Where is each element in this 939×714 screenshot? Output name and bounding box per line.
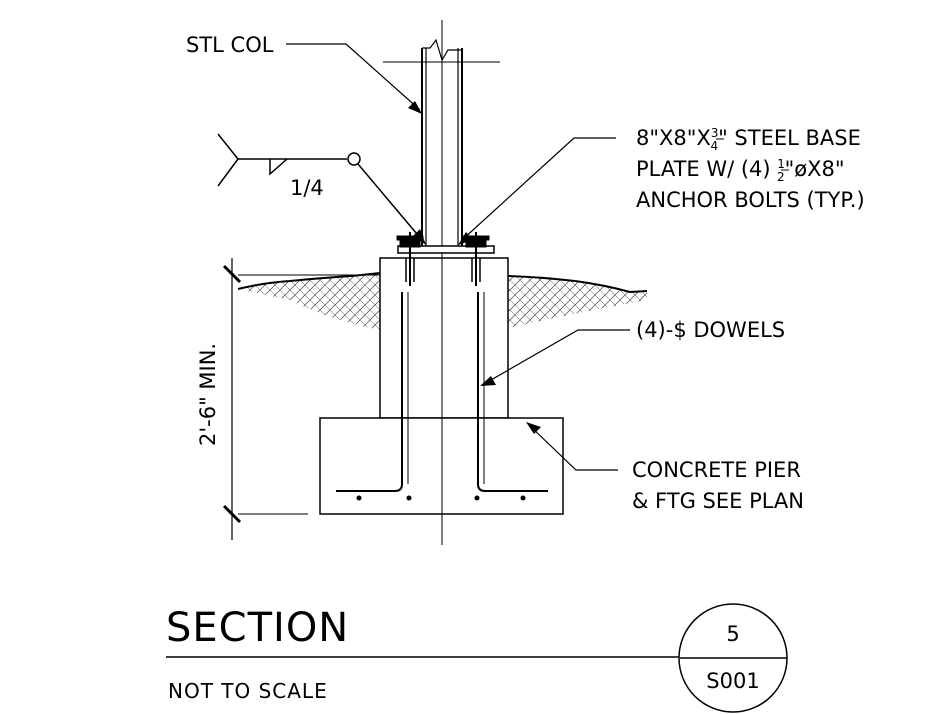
concrete-pier: [379, 257, 509, 419]
dowel-left: [336, 292, 403, 492]
pier-leader: [529, 425, 618, 471]
detail-bubble: 5 S001: [678, 603, 788, 713]
rebar-dots: [356, 495, 526, 501]
ground-line-right: [507, 275, 648, 294]
pier-label-line-1: CONCRETE PIER: [632, 458, 801, 482]
soil-fill-left: [238, 273, 380, 330]
base-plate-line-3: ANCHOR BOLTS (TYP.): [636, 188, 865, 212]
column-label: STL COL: [186, 33, 274, 57]
column-leader: [286, 43, 421, 111]
ground-line-left: [237, 272, 381, 290]
weld-size-label: 1/4: [290, 176, 324, 200]
steel-column: [383, 38, 500, 246]
base-plate-leader: [461, 137, 616, 241]
ground: [237, 272, 648, 330]
base-plate-assembly: [396, 232, 495, 286]
tick-top: [222, 264, 242, 284]
base-plate-leader-arrow: [458, 232, 473, 245]
depth-label: 2'-6" MIN.: [196, 343, 220, 446]
column-break-symbol: [422, 38, 462, 62]
dowels-leader: [483, 329, 630, 385]
pier-label-line-2: & FTG SEE PLAN: [632, 489, 804, 513]
dowel-right: [477, 292, 548, 492]
pier-leader-arrow: [526, 422, 541, 434]
weld-all-around: [347, 152, 361, 166]
tick-bottom: [222, 504, 242, 524]
section-title: SECTION: [166, 605, 349, 651]
detail-number: 5: [726, 622, 739, 646]
dowels: [336, 292, 548, 492]
base-plate: [397, 245, 495, 254]
dowels-label: (4)-$ DOWELS: [636, 318, 785, 342]
soil-fill-right: [508, 276, 647, 328]
column-leader-arrow: [408, 101, 422, 114]
weld-symbol: [217, 133, 423, 241]
scale-note: NOT TO SCALE: [168, 679, 328, 703]
weld-leader-arrow: [413, 229, 426, 245]
dowels-leader-arrow: [480, 376, 496, 386]
weld-tail: [217, 133, 239, 187]
weld-fillet: [269, 158, 288, 176]
sheet-number: S001: [706, 669, 759, 693]
depth-dimension: [222, 258, 380, 540]
